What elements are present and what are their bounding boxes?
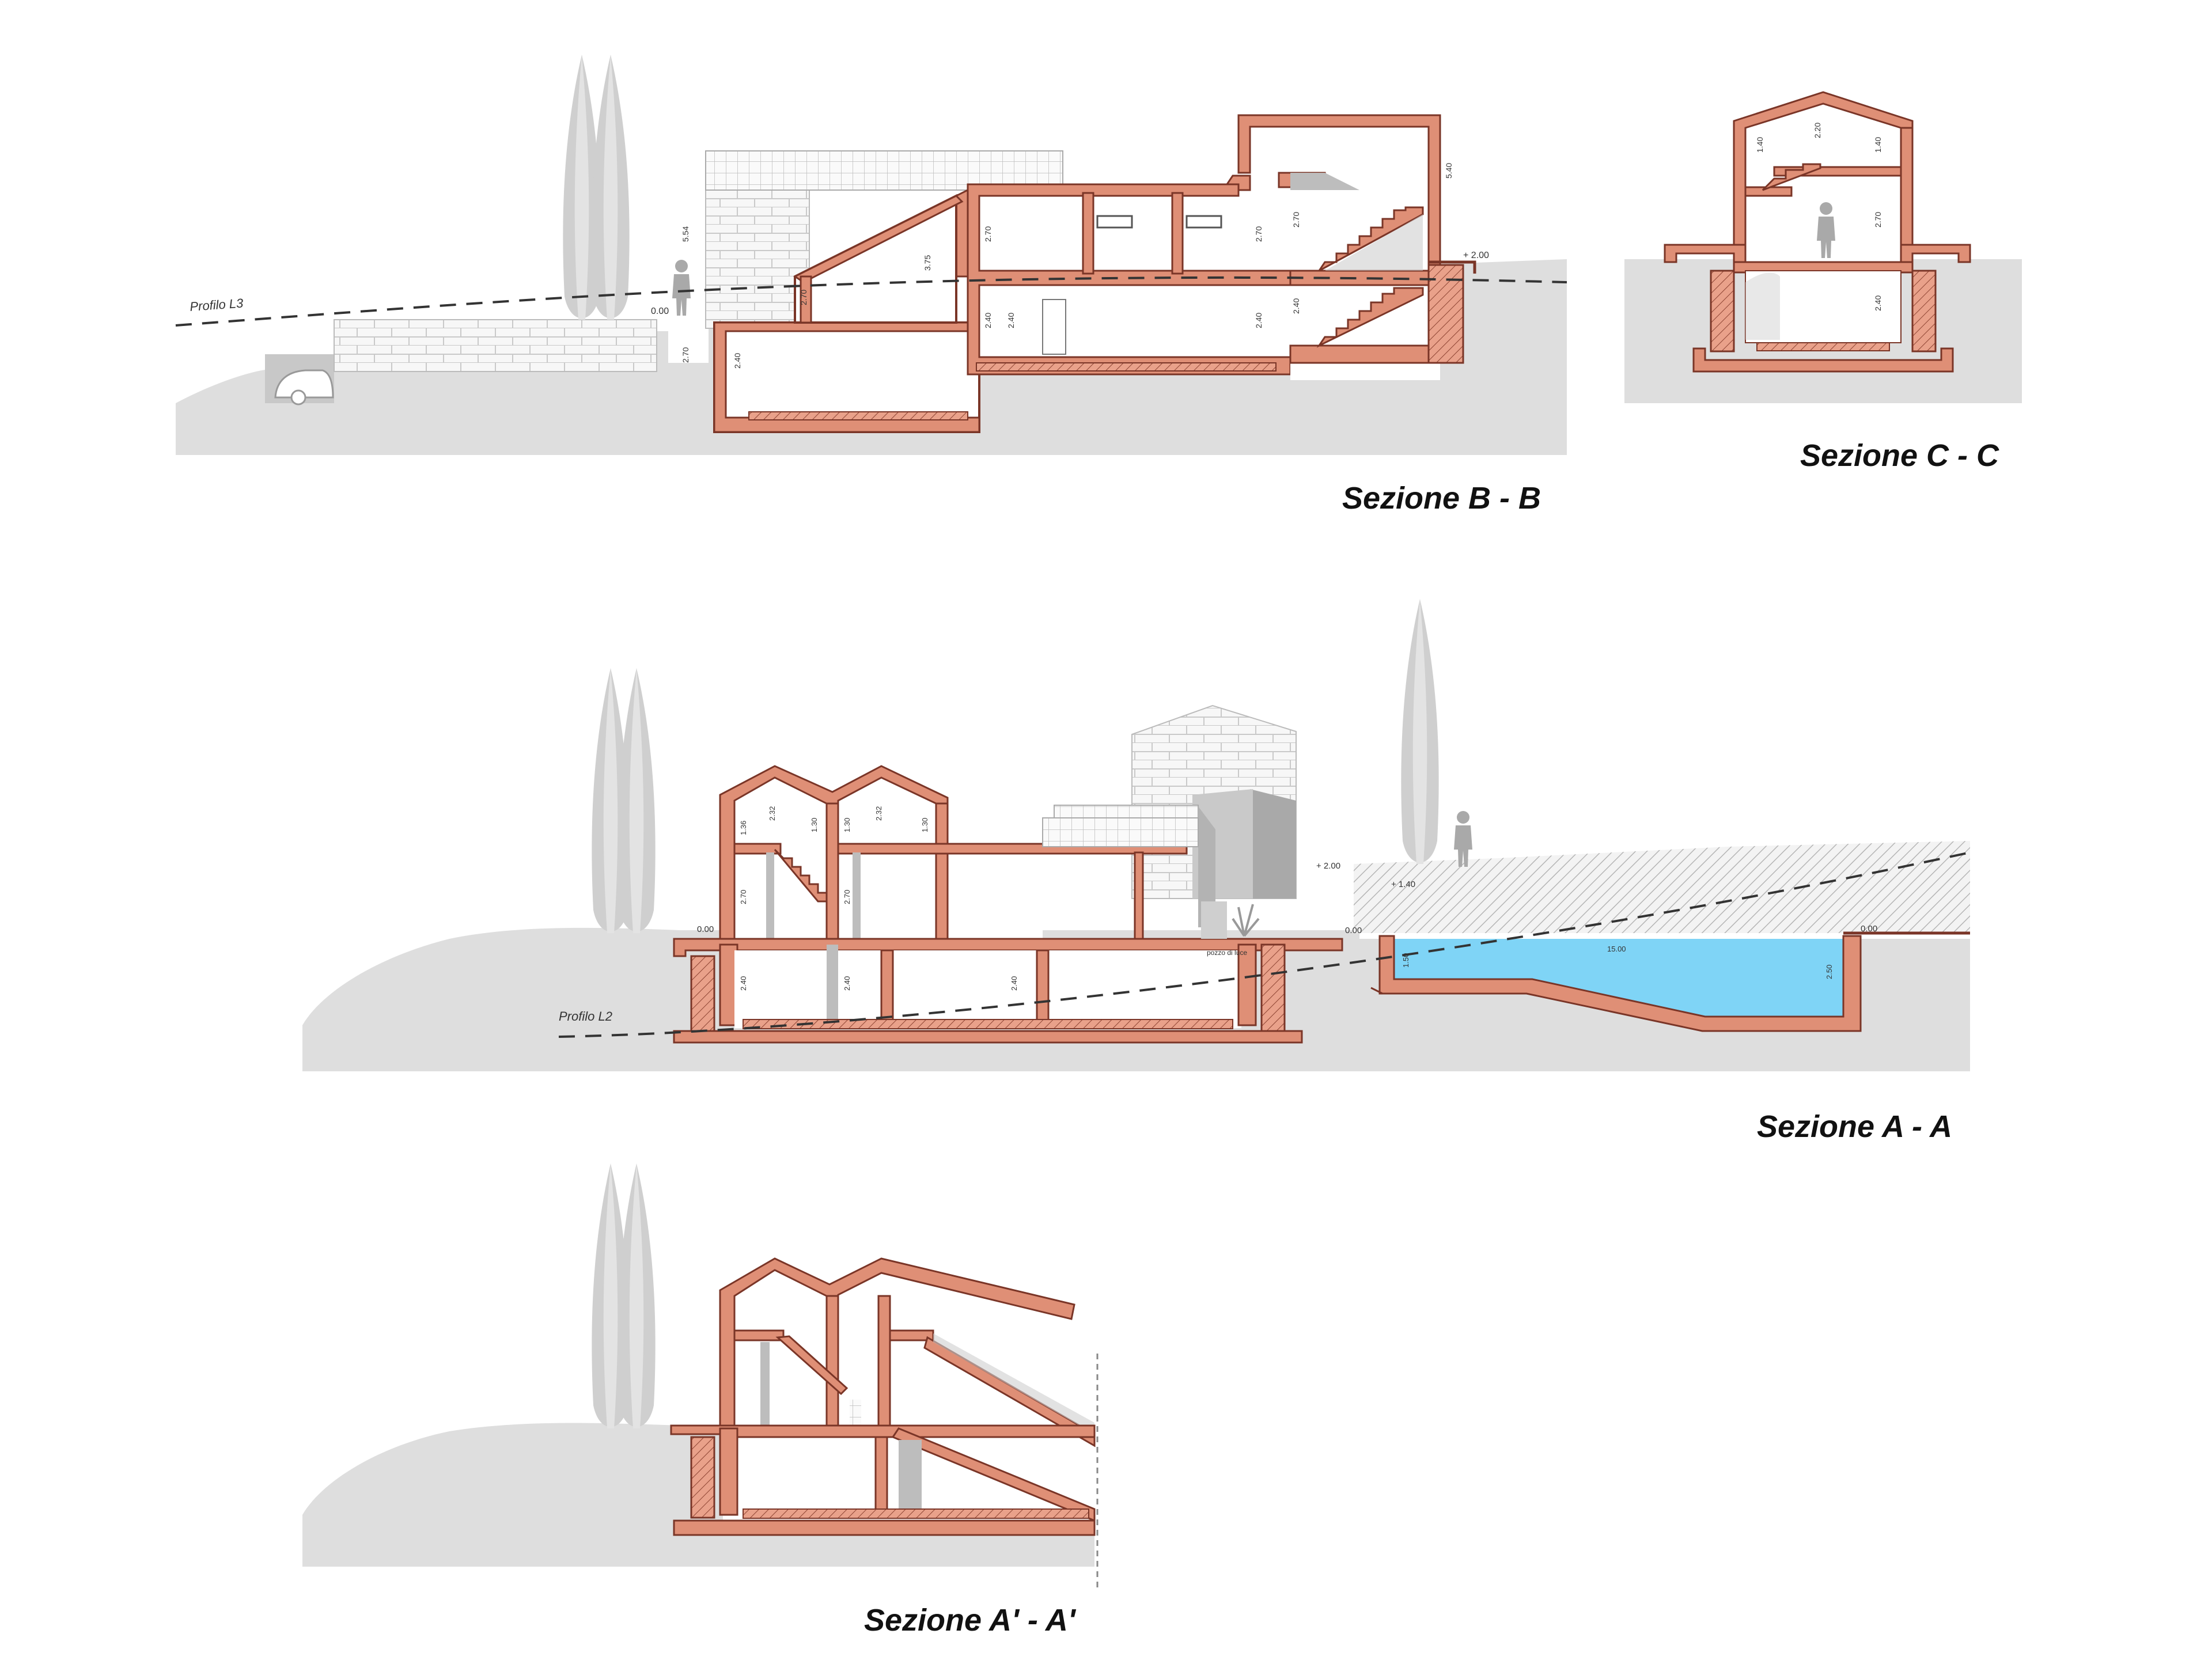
profile-label-l2: Profilo L2: [559, 1009, 612, 1024]
section-aa: pozzo di luce Profilo L2 0.00 0.00 + 2.0…: [302, 599, 1971, 1071]
section-a1: [302, 1163, 1099, 1590]
section-bb: Profilo L3 0.00 + 2.00 5.54 2.70 2.40 2.…: [175, 55, 1567, 455]
section-title-bb: Sezione B - B: [1342, 481, 1541, 516]
dimension-label: 2.70: [1873, 212, 1883, 228]
dimension-label: 2.40: [733, 353, 742, 369]
terrain-hatch: [1354, 841, 1970, 933]
level-label: 0.00: [1345, 926, 1362, 935]
dimension-label: 1.40: [1755, 137, 1764, 153]
dimension-label: 2.40: [739, 976, 748, 991]
dimension-label: 1.36: [739, 821, 748, 835]
dimension-label: 2.40: [1291, 298, 1301, 314]
dimension-label: 15.00: [1607, 945, 1626, 953]
level-label: 0.00: [697, 924, 714, 934]
cypress-tree-icon: [618, 668, 656, 933]
plant-icon: [1232, 904, 1260, 937]
dimension-label: 2.70: [1254, 226, 1263, 242]
dimension-label: 2.40: [1006, 313, 1016, 328]
dimension-label: 1.30: [921, 818, 929, 832]
dimension-label: 2.20: [1813, 123, 1822, 138]
level-label: + 2.00: [1316, 861, 1340, 871]
dimension-label: 2.40: [843, 976, 851, 991]
dimension-label: 2.40: [1873, 295, 1883, 311]
section-cc: 1.40 2.20 1.40 2.70 2.40: [1624, 91, 2022, 403]
dimension-label: 2.70: [681, 347, 690, 363]
dimension-label: 1.30: [810, 818, 819, 832]
level-label: + 1.40: [1391, 880, 1415, 889]
profile-label-l3: Profilo L3: [190, 296, 244, 314]
human-figure-icon: [1454, 811, 1472, 867]
cypress-tree-icon: [1401, 599, 1439, 864]
dimension-label: 2.32: [874, 806, 883, 821]
human-figure-icon: [672, 260, 691, 316]
cypress-tree-icon: [618, 1163, 656, 1428]
profile-line-l3: [175, 276, 1567, 327]
cypress-tree-icon: [592, 55, 630, 320]
dimension-label: 5.40: [1444, 163, 1453, 179]
dimension-label: 2.70: [1291, 212, 1301, 228]
dimension-label: 2.70: [843, 890, 851, 904]
light-well-note: pozzo di luce: [1207, 949, 1247, 957]
dimension-label: 2.40: [1010, 976, 1018, 991]
dimension-label: 1.30: [843, 818, 851, 832]
dimension-label: 1.40: [1873, 137, 1883, 153]
stone-wall: [334, 319, 657, 372]
level-label: + 2.00: [1463, 251, 1489, 260]
dimension-label: 2.50: [1825, 965, 1834, 979]
dimension-label: 2.70: [739, 890, 748, 904]
dimension-label: 5.54: [681, 226, 690, 242]
dimension-label: 2.40: [1254, 313, 1263, 328]
profile-line-l2: [558, 851, 1971, 1038]
car-icon: [274, 369, 334, 405]
section-title-aa: Sezione A - A: [1757, 1109, 1953, 1144]
dimension-label: 2.32: [768, 806, 777, 821]
level-label: 0.00: [651, 306, 669, 316]
dimension-label: 2.70: [799, 290, 808, 305]
dimension-label: 2.40: [983, 313, 993, 328]
section-title-a1: Sezione A' - A': [864, 1603, 1075, 1638]
dimension-label: 3.75: [923, 255, 932, 271]
pool-water: [1394, 939, 1843, 1019]
level-label: 0.00: [1861, 924, 1877, 934]
dimension-label: 1.50: [1402, 953, 1410, 968]
section-title-cc: Sezione C - C: [1800, 438, 1999, 473]
dimension-label: 2.70: [983, 226, 993, 242]
